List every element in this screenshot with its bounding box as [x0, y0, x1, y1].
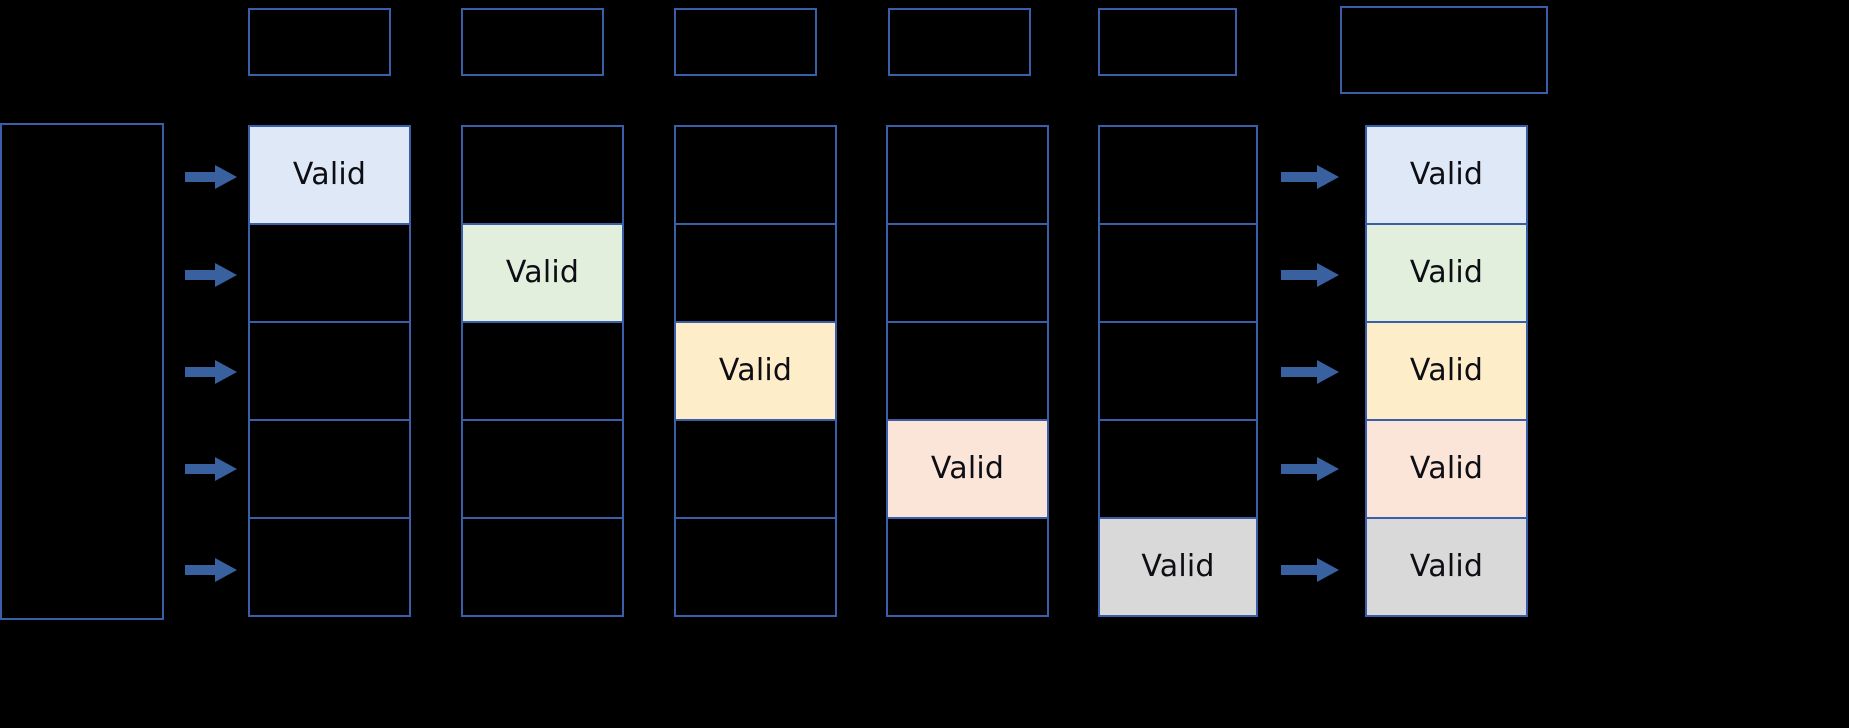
arrow-head-icon	[1317, 165, 1339, 189]
valid-label: Valid	[292, 157, 367, 192]
source-box[interactable]	[0, 123, 164, 620]
column-3-cell-2[interactable]: Valid	[674, 223, 837, 323]
arrow-shaft	[1281, 464, 1319, 474]
column-1-cell-2[interactable]: Valid	[248, 223, 411, 323]
column-3-cell-4[interactable]: Valid	[674, 419, 837, 519]
valid-label: Valid	[1409, 549, 1484, 584]
result-column-cell-3[interactable]: Valid	[1365, 321, 1528, 421]
valid-label: Valid	[1409, 451, 1484, 486]
arrow-head-icon	[215, 165, 237, 189]
arrow-head-icon	[1317, 263, 1339, 287]
valid-label: Valid	[505, 255, 580, 290]
column-5-cell-4[interactable]: Valid	[1098, 419, 1258, 519]
arrow-shaft	[185, 367, 217, 377]
result-column-cell-1[interactable]: Valid	[1365, 125, 1528, 225]
header-box-2[interactable]	[461, 8, 604, 76]
column-2-cell-4[interactable]: Valid	[461, 419, 624, 519]
column-1-cell-3[interactable]: Valid	[248, 321, 411, 421]
column-3-cell-5[interactable]: Valid	[674, 517, 837, 617]
arrow-head-icon	[1317, 558, 1339, 582]
column-2-cell-2[interactable]: Valid	[461, 223, 624, 323]
column-3-cell-3[interactable]: Valid	[674, 321, 837, 421]
arrow-shaft	[1281, 565, 1319, 575]
column-4-cell-5[interactable]: Valid	[886, 517, 1049, 617]
valid-label: Valid	[930, 451, 1005, 486]
column-2-cell-5[interactable]: Valid	[461, 517, 624, 617]
header-box-5[interactable]	[1098, 8, 1237, 76]
header-box-1[interactable]	[248, 8, 391, 76]
valid-label: Valid	[1409, 255, 1484, 290]
column-2-cell-1[interactable]: Valid	[461, 125, 624, 225]
column-4-cell-2[interactable]: Valid	[886, 223, 1049, 323]
column-1-cell-1[interactable]: Valid	[248, 125, 411, 225]
arrow-shaft	[185, 464, 217, 474]
arrow-head-icon	[1317, 360, 1339, 384]
valid-label: Valid	[1409, 157, 1484, 192]
column-4-cell-4[interactable]: Valid	[886, 419, 1049, 519]
header-box-4[interactable]	[888, 8, 1031, 76]
result-column-cell-5[interactable]: Valid	[1365, 517, 1528, 617]
header-box-3[interactable]	[674, 8, 817, 76]
result-column-cell-2[interactable]: Valid	[1365, 223, 1528, 323]
header-box-6[interactable]	[1340, 6, 1548, 94]
valid-label: Valid	[718, 353, 793, 388]
arrow-head-icon	[215, 558, 237, 582]
column-4-cell-3[interactable]: Valid	[886, 321, 1049, 421]
arrow-head-icon	[215, 360, 237, 384]
arrow-head-icon	[1317, 457, 1339, 481]
arrow-shaft	[185, 172, 217, 182]
arrow-shaft	[1281, 270, 1319, 280]
arrow-head-icon	[215, 457, 237, 481]
column-5-cell-1[interactable]: Valid	[1098, 125, 1258, 225]
column-3-cell-1[interactable]: Valid	[674, 125, 837, 225]
column-4-cell-1[interactable]: Valid	[886, 125, 1049, 225]
column-2-cell-3[interactable]: Valid	[461, 321, 624, 421]
column-5-cell-5[interactable]: Valid	[1098, 517, 1258, 617]
column-5-cell-2[interactable]: Valid	[1098, 223, 1258, 323]
column-1-cell-5[interactable]: Valid	[248, 517, 411, 617]
arrow-shaft	[1281, 367, 1319, 377]
valid-label: Valid	[1141, 549, 1215, 584]
arrow-shaft	[185, 270, 217, 280]
valid-label: Valid	[1409, 353, 1484, 388]
arrow-head-icon	[215, 263, 237, 287]
column-5-cell-3[interactable]: Valid	[1098, 321, 1258, 421]
arrow-shaft	[185, 565, 217, 575]
column-1-cell-4[interactable]: Valid	[248, 419, 411, 519]
arrow-shaft	[1281, 172, 1319, 182]
result-column-cell-4[interactable]: Valid	[1365, 419, 1528, 519]
